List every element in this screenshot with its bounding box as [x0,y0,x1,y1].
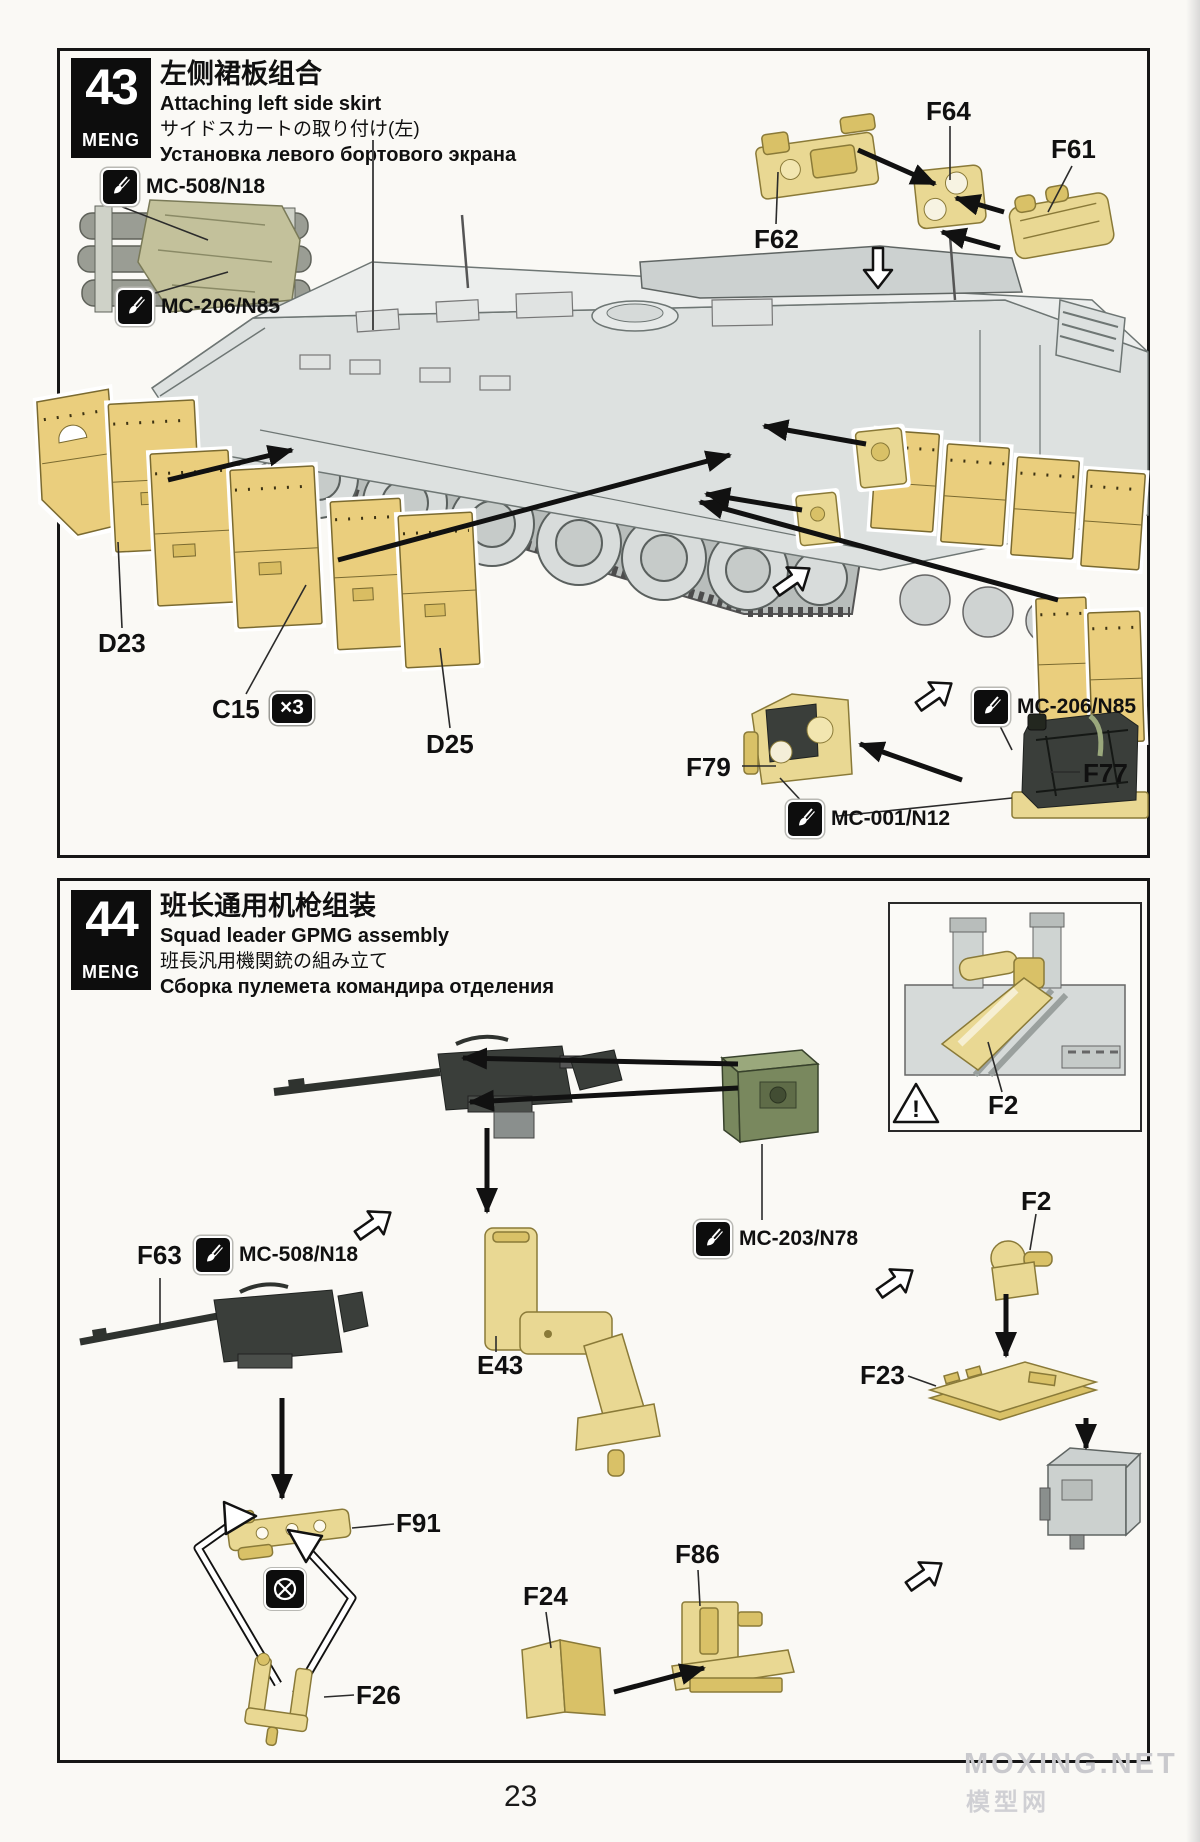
watermark-site: MOXING.NET [964,1748,1178,1780]
paint-callout-can: MC-206/N85 [974,690,1136,724]
step44-titles: 班长通用机枪组装 Squad leader GPMG assembly 班長汎用… [160,890,554,1000]
part-label-f63: F63 [137,1240,182,1270]
paint-brush-icon [118,290,152,324]
step44-title-ja: 班長汎用機関銃の組み立て [160,951,389,972]
paint-brush-icon [103,170,137,204]
part-label-e43: E43 [477,1350,524,1380]
part-label-f86: F86 [675,1539,720,1569]
paint-code: MC-203/N78 [739,1227,859,1250]
part-label-f26: F26 [356,1680,401,1710]
part-label-f2-inset: F2 [988,1090,1019,1120]
part-label-f64: F64 [926,96,971,126]
part-label-f61: F61 [1051,134,1096,164]
part-label-f2: F2 [1021,1186,1052,1216]
step44-number: 44 [85,891,139,947]
paint-callout-tarp-top: MC-508/N18 [103,170,265,204]
part-label-d23: D23 [98,628,146,658]
part-label-f91: F91 [396,1508,441,1538]
paint-code: MC-001/N12 [831,807,951,830]
part-label-f24: F24 [523,1581,568,1611]
step44-title-en: Squad leader GPMG assembly [160,925,449,947]
paint-callout-gun: MC-508/N18 [196,1238,358,1272]
paint-callout-ammo: MC-203/N78 [696,1222,858,1256]
step43-title-ja: サイドスカートの取り付け(左) [160,119,420,140]
scan-edge-shading [1186,0,1200,1842]
no-glue-icon [266,1570,304,1608]
step43-title-zh: 左侧裙板组合 [160,59,322,89]
paint-code: MC-508/N18 [239,1243,359,1266]
paint-code: MC-206/N85 [161,295,281,318]
paint-code: MC-206/N85 [1017,695,1137,718]
paint-brush-icon [696,1222,730,1256]
meng-logo: MENG [82,130,140,150]
part-label-f62: F62 [754,224,799,254]
paint-brush-icon [196,1238,230,1272]
paint-callout-tarp-bottom: MC-206/N85 [118,290,280,324]
step43-number: 43 [85,59,139,115]
step44-title-ru: Сборка пулемета командира отделения [160,976,555,998]
part-label-d25: D25 [426,729,474,759]
section-divider [372,140,374,330]
step43-title-en: Attaching left side skirt [160,93,382,115]
part-label-f23: F23 [860,1360,905,1390]
part-label-f77: F77 [1083,758,1128,788]
paint-brush-icon [974,690,1008,724]
step43-number-box: 43 MENG [71,58,151,158]
step44-title-zh: 班长通用机枪组装 [160,891,376,921]
watermark-cn: 模型网 [966,1789,1050,1816]
step43-titles: 左侧裙板组合 Attaching left side skirt サイドスカート… [160,58,516,168]
step43-title-ru: Установка левого бортового экрана [160,144,517,166]
quantity-badge-c15: ×3 [272,694,312,723]
part-label-f79: F79 [686,752,731,782]
part-label-c15: C15 [212,694,260,724]
step44-frame [57,878,1150,1763]
page-number: 23 [504,1780,538,1813]
step44-number-box: 44 MENG [71,890,151,990]
meng-logo: MENG [82,962,140,982]
paint-code: MC-508/N18 [146,175,266,198]
paint-brush-icon [788,802,822,836]
paint-callout-strap: MC-001/N12 [788,802,950,836]
